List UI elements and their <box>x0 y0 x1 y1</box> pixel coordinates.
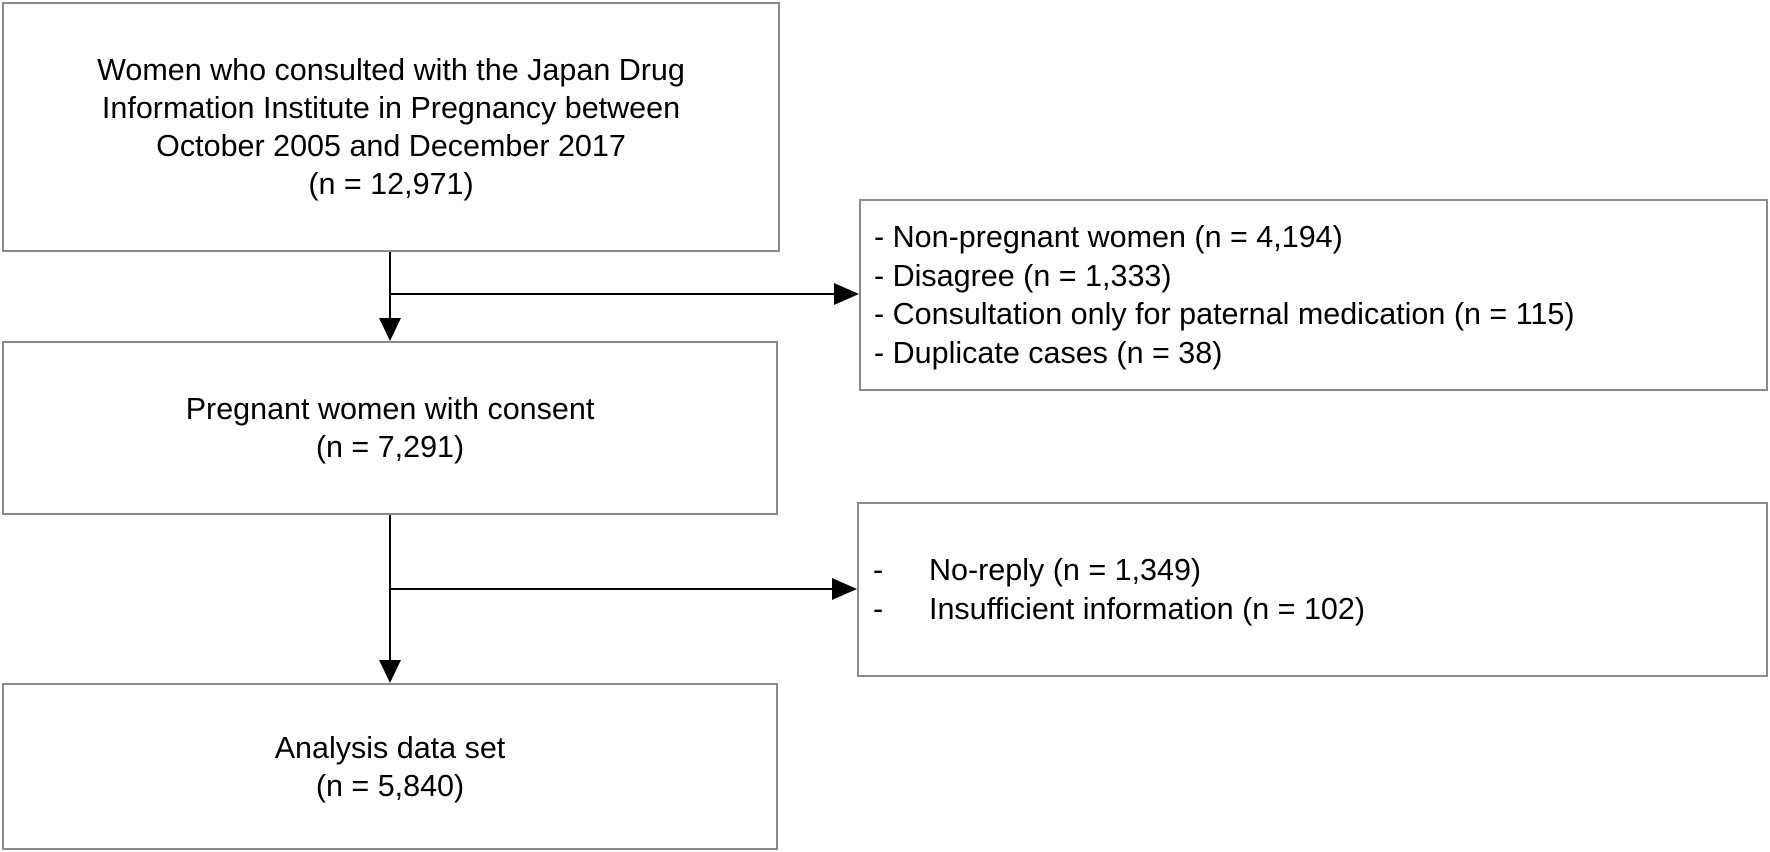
arrowhead-exclusion2 <box>832 578 857 600</box>
list-dash: - <box>873 553 884 587</box>
exclusion2-text: Insufficient information (n = 102) <box>929 591 1365 626</box>
exclusion1-item: - Duplicate cases (n = 38) <box>874 335 1223 370</box>
exclusion2-item: - Insufficient information (n = 102) <box>873 590 1766 629</box>
exclusion-box-1: - Non-pregnant women (n = 4,194) - Disag… <box>859 199 1768 391</box>
list-dash: - <box>873 591 884 626</box>
exclusion2-text: No-reply (n = 1,349) <box>929 553 1202 587</box>
initial-line-2: Information Institute in Pregnancy betwe… <box>101 91 681 125</box>
arrowhead-consent <box>379 318 401 341</box>
exclusion1-item: - Consultation only for paternal medicat… <box>874 297 1575 331</box>
exclusion1-item: - Non-pregnant women (n = 4,194) <box>874 220 1343 254</box>
analysis-count: (n = 5,840) <box>315 768 465 803</box>
consent-label: Pregnant women with consent <box>185 392 595 426</box>
initial-line-3: October 2005 and December 2017 <box>156 129 626 163</box>
consent-count: (n = 7,291) <box>315 430 465 464</box>
analysis-label: Analysis data set <box>274 730 506 765</box>
arrowhead-analysis <box>379 660 401 683</box>
exclusion-box-2: - No-reply (n = 1,349) - Insufficient in… <box>857 502 1768 677</box>
exclusion1-item: - Disagree (n = 1,333) <box>874 258 1172 293</box>
initial-count: (n = 12,971) <box>308 167 474 201</box>
analysis-box: Analysis data set (n = 5,840) <box>2 683 778 850</box>
initial-line-1: Women who consulted with the Japan Drug <box>97 53 685 87</box>
arrowhead-exclusion1 <box>834 283 859 305</box>
consent-box: Pregnant women with consent (n = 7,291) <box>2 341 778 515</box>
initial-population-box: Women who consulted with the Japan Drug … <box>2 2 780 252</box>
exclusion2-item: - No-reply (n = 1,349) <box>873 551 1766 590</box>
